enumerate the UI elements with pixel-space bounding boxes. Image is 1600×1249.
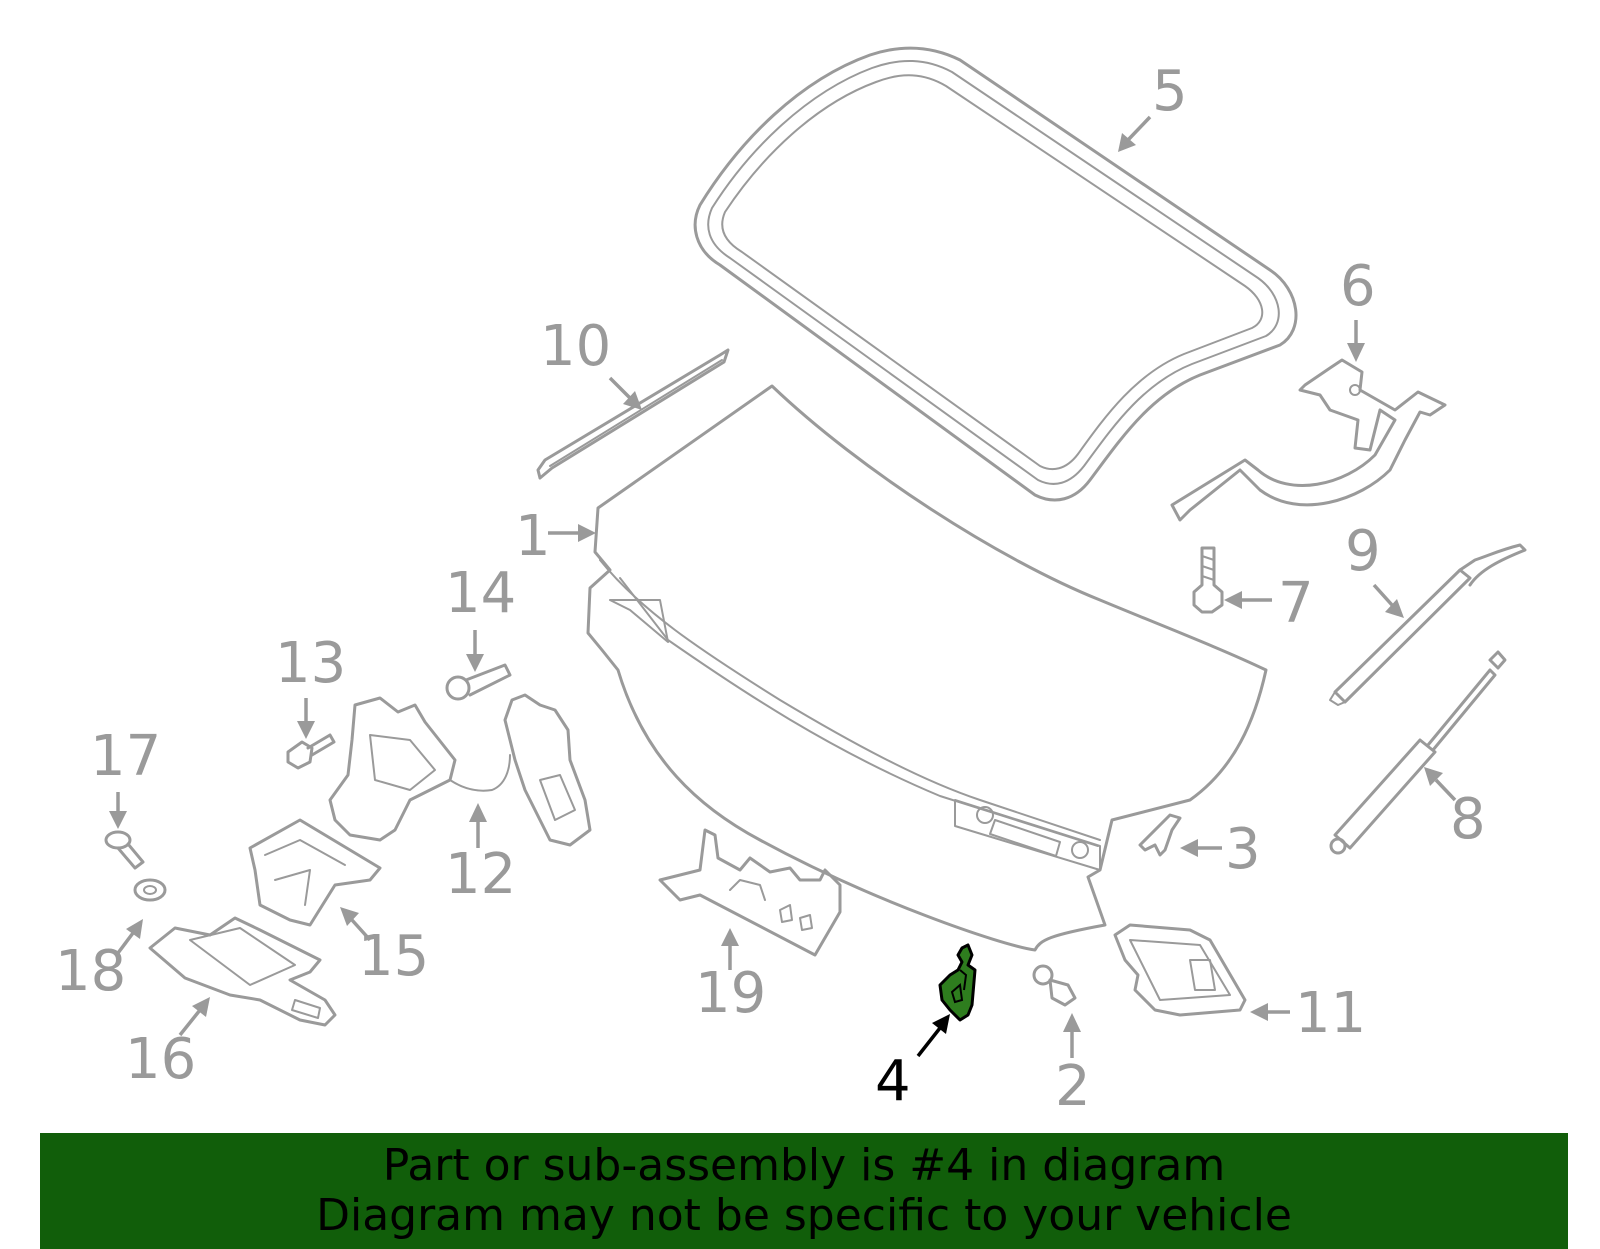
banner-line-2: Diagram may not be specific to your vehi… <box>316 1190 1292 1241</box>
callout-17: 17 <box>90 724 161 789</box>
part-10-strip <box>536 348 730 480</box>
callout-11: 11 <box>1295 981 1366 1046</box>
banner-line-1: Part or sub-assembly is #4 in diagram <box>382 1140 1226 1191</box>
part-2-bumper <box>1032 964 1077 1007</box>
part-3-clip <box>1138 813 1182 857</box>
part-14-bolt <box>445 663 512 701</box>
callout-15: 15 <box>358 924 429 989</box>
part-13-bolt <box>286 733 336 770</box>
part-11-module <box>1113 923 1247 1017</box>
callout-10: 10 <box>540 314 611 379</box>
callout-3: 3 <box>1225 817 1261 882</box>
callout-19: 19 <box>695 961 766 1026</box>
callout-4: 4 <box>875 1049 911 1114</box>
callout-8: 8 <box>1450 787 1486 852</box>
callout-16: 16 <box>125 1027 196 1092</box>
part-18-washer <box>133 878 167 902</box>
callout-12: 12 <box>445 842 516 907</box>
part-4-highlighted-bracket <box>938 943 977 1022</box>
info-banner: Part or sub-assembly is #4 in diagram Di… <box>40 1133 1568 1249</box>
callout-13: 13 <box>275 631 346 696</box>
part-1-tailgate <box>586 384 1268 952</box>
part-17-screw <box>104 830 145 870</box>
callout-14: 14 <box>445 561 516 626</box>
parts-diagram: 1 2 3 4 5 6 7 8 9 10 11 12 13 14 15 16 1… <box>55 46 1527 1119</box>
callout-18: 18 <box>55 939 126 1004</box>
callout-6: 6 <box>1340 254 1376 319</box>
part-9-strut <box>1329 543 1527 706</box>
part-15-housing <box>248 818 382 927</box>
callout-1: 1 <box>515 504 551 569</box>
callout-9: 9 <box>1345 519 1381 584</box>
part-12-latch <box>328 693 592 847</box>
callout-7: 7 <box>1278 571 1314 636</box>
callout-5: 5 <box>1152 59 1188 124</box>
part-8-strut <box>1329 650 1507 855</box>
callout-2: 2 <box>1055 1054 1091 1119</box>
leader-lines <box>109 115 1457 1058</box>
part-5-glass-seal <box>693 46 1298 502</box>
part-16-handle <box>148 916 337 1027</box>
callout-labels: 1 2 3 4 5 6 7 8 9 10 11 12 13 14 15 16 1… <box>55 59 1486 1119</box>
part-6-hinge <box>1170 358 1447 522</box>
part-7-bolt <box>1192 546 1224 614</box>
part-19-trim <box>658 828 842 957</box>
